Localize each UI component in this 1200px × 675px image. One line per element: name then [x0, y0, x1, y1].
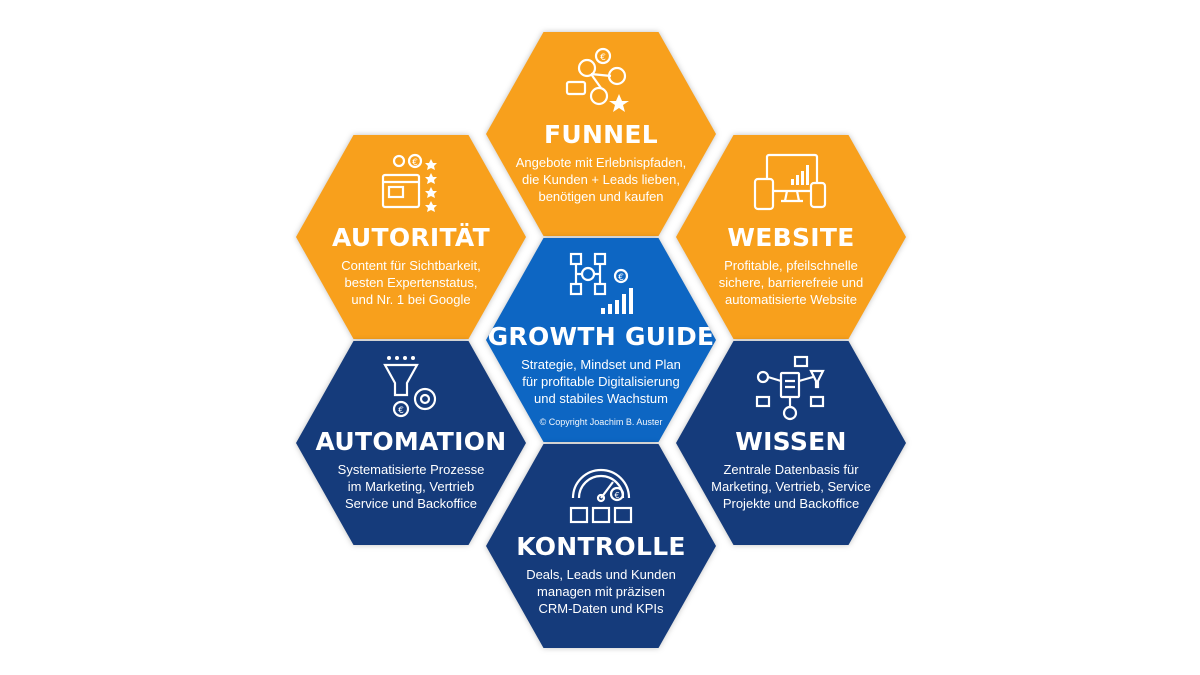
dashboard-gauge-icon: € [569, 468, 633, 524]
automation-title: AUTOMATION [315, 427, 507, 456]
funnel-description: Angebote mit Erlebnispfaden, die Kunden … [515, 155, 687, 204]
hex-kontrolle: € KONTROLLE Deals, Leads und Kunden mana… [486, 444, 716, 648]
knowledge-network-icon [755, 355, 825, 421]
growth-guide-title: GROWTH GUIDE [487, 322, 715, 351]
copyright-text: © Copyright Joachim B. Auster [539, 417, 663, 427]
website-title: WEBSITE [727, 223, 855, 252]
hex-autoritaet: € AUTORITÄT Content für Sichtbarkeit, be… [296, 135, 526, 339]
automation-description: Systematisierte Prozesse im Marketing, V… [337, 462, 485, 511]
growth-guide-description: Strategie, Mindset und Plan für profitab… [521, 357, 681, 406]
hex-automation: € AUTOMATION Systematisierte Prozesse im… [296, 341, 526, 545]
award-rating-icon: € [381, 153, 437, 212]
autoritaet-title: AUTORITÄT [331, 223, 490, 252]
kontrolle-title: KONTROLLE [516, 532, 686, 561]
website-description: Profitable, pfeilschnelle sichere, barri… [718, 258, 864, 307]
wissen-description: Zentrale Datenbasis für Marketing, Vertr… [711, 462, 871, 511]
kontrolle-description: Deals, Leads und Kunden managen mit präz… [526, 567, 676, 616]
growth-chart-icon: € [569, 252, 633, 314]
svg-text:€: € [600, 53, 606, 63]
svg-text:€: € [614, 491, 619, 500]
people-network-icon: € [565, 47, 629, 112]
svg-text:€: € [398, 406, 404, 416]
devices-icon [753, 153, 827, 211]
funnel-gear-icon: € [383, 356, 437, 418]
wissen-title: WISSEN [735, 427, 847, 456]
funnel-title: FUNNEL [543, 120, 659, 149]
svg-text:€: € [618, 273, 624, 283]
autoritaet-description: Content für Sichtbarkeit, besten Experte… [341, 258, 481, 307]
svg-text:€: € [412, 158, 418, 168]
